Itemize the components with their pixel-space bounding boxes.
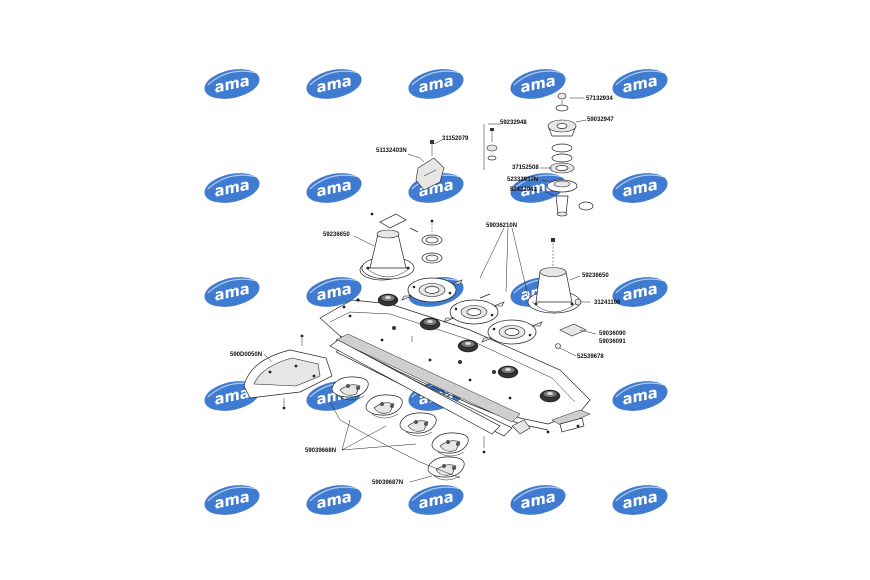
label-31241106: 31241106 [594, 300, 621, 306]
label-52332937N: 52332937N [507, 177, 538, 183]
leader-lines [263, 97, 597, 483]
label-59036090: 59036090 [599, 331, 626, 337]
spindle-stack [546, 92, 594, 217]
small-plate [370, 212, 407, 229]
ama-watermark-logo: ama [306, 69, 362, 99]
ama-watermark-logo: ama [510, 485, 566, 515]
label-590D0050N: 590D0050N [230, 352, 262, 358]
label-52432941: 52432941 [510, 187, 537, 193]
ama-watermark-logo: ama [612, 485, 668, 515]
label-37152508: 37152508 [512, 165, 539, 171]
label-51132403N: 51132403N [376, 148, 407, 154]
ama-watermark-logo: ama [306, 485, 362, 515]
ama-watermark-logo: ama [204, 277, 260, 307]
cutter-bar-assembly [319, 298, 591, 437]
left-drum-59236650 [361, 229, 415, 280]
guard-590D0050N [243, 334, 333, 410]
ama-watermark-logo: ama [408, 485, 464, 515]
knife-holders [329, 376, 469, 481]
small-pins [411, 336, 580, 454]
ama-watermark-logo: ama [306, 173, 362, 203]
label-59232948: 59232948 [500, 120, 527, 126]
label-59036210N: 59036210N [486, 223, 517, 229]
bracket-51132403N [415, 140, 445, 191]
ama-watermark-logo: ama [612, 69, 668, 99]
ama-watermark-logo: ama [204, 173, 260, 203]
ama-watermark-logo: ama [204, 485, 260, 515]
part-labels: 57132934 59032947 59232948 31152079 5113… [230, 96, 626, 486]
label-59236650-right: 59236650 [582, 273, 609, 279]
label-57132934: 57132934 [586, 96, 613, 102]
ama-watermark-logo: ama [306, 277, 362, 307]
label-31152079: 31152079 [442, 136, 469, 142]
ama-watermark-logo: ama [612, 173, 668, 203]
ama-watermark-logo: ama [612, 381, 668, 411]
gasket-rings [409, 219, 491, 299]
ama-watermark-logo: ama [510, 69, 566, 99]
small-bolt-stack [483, 124, 498, 170]
label-59032947: 59032947 [587, 117, 614, 123]
bar-gears [377, 293, 561, 403]
label-59036091: 59036091 [599, 339, 626, 345]
label-59039687N: 59039687N [372, 480, 403, 486]
label-52539678: 52539678 [577, 354, 604, 360]
label-59039668N: 59039668N [305, 448, 336, 454]
label-59236650-left: 59236650 [323, 232, 350, 238]
ama-watermark-logo: ama [612, 277, 668, 307]
ama-watermark-logo: ama [408, 69, 464, 99]
ama-watermark-logo: ama [204, 69, 260, 99]
right-drum-59236650 [527, 238, 587, 349]
